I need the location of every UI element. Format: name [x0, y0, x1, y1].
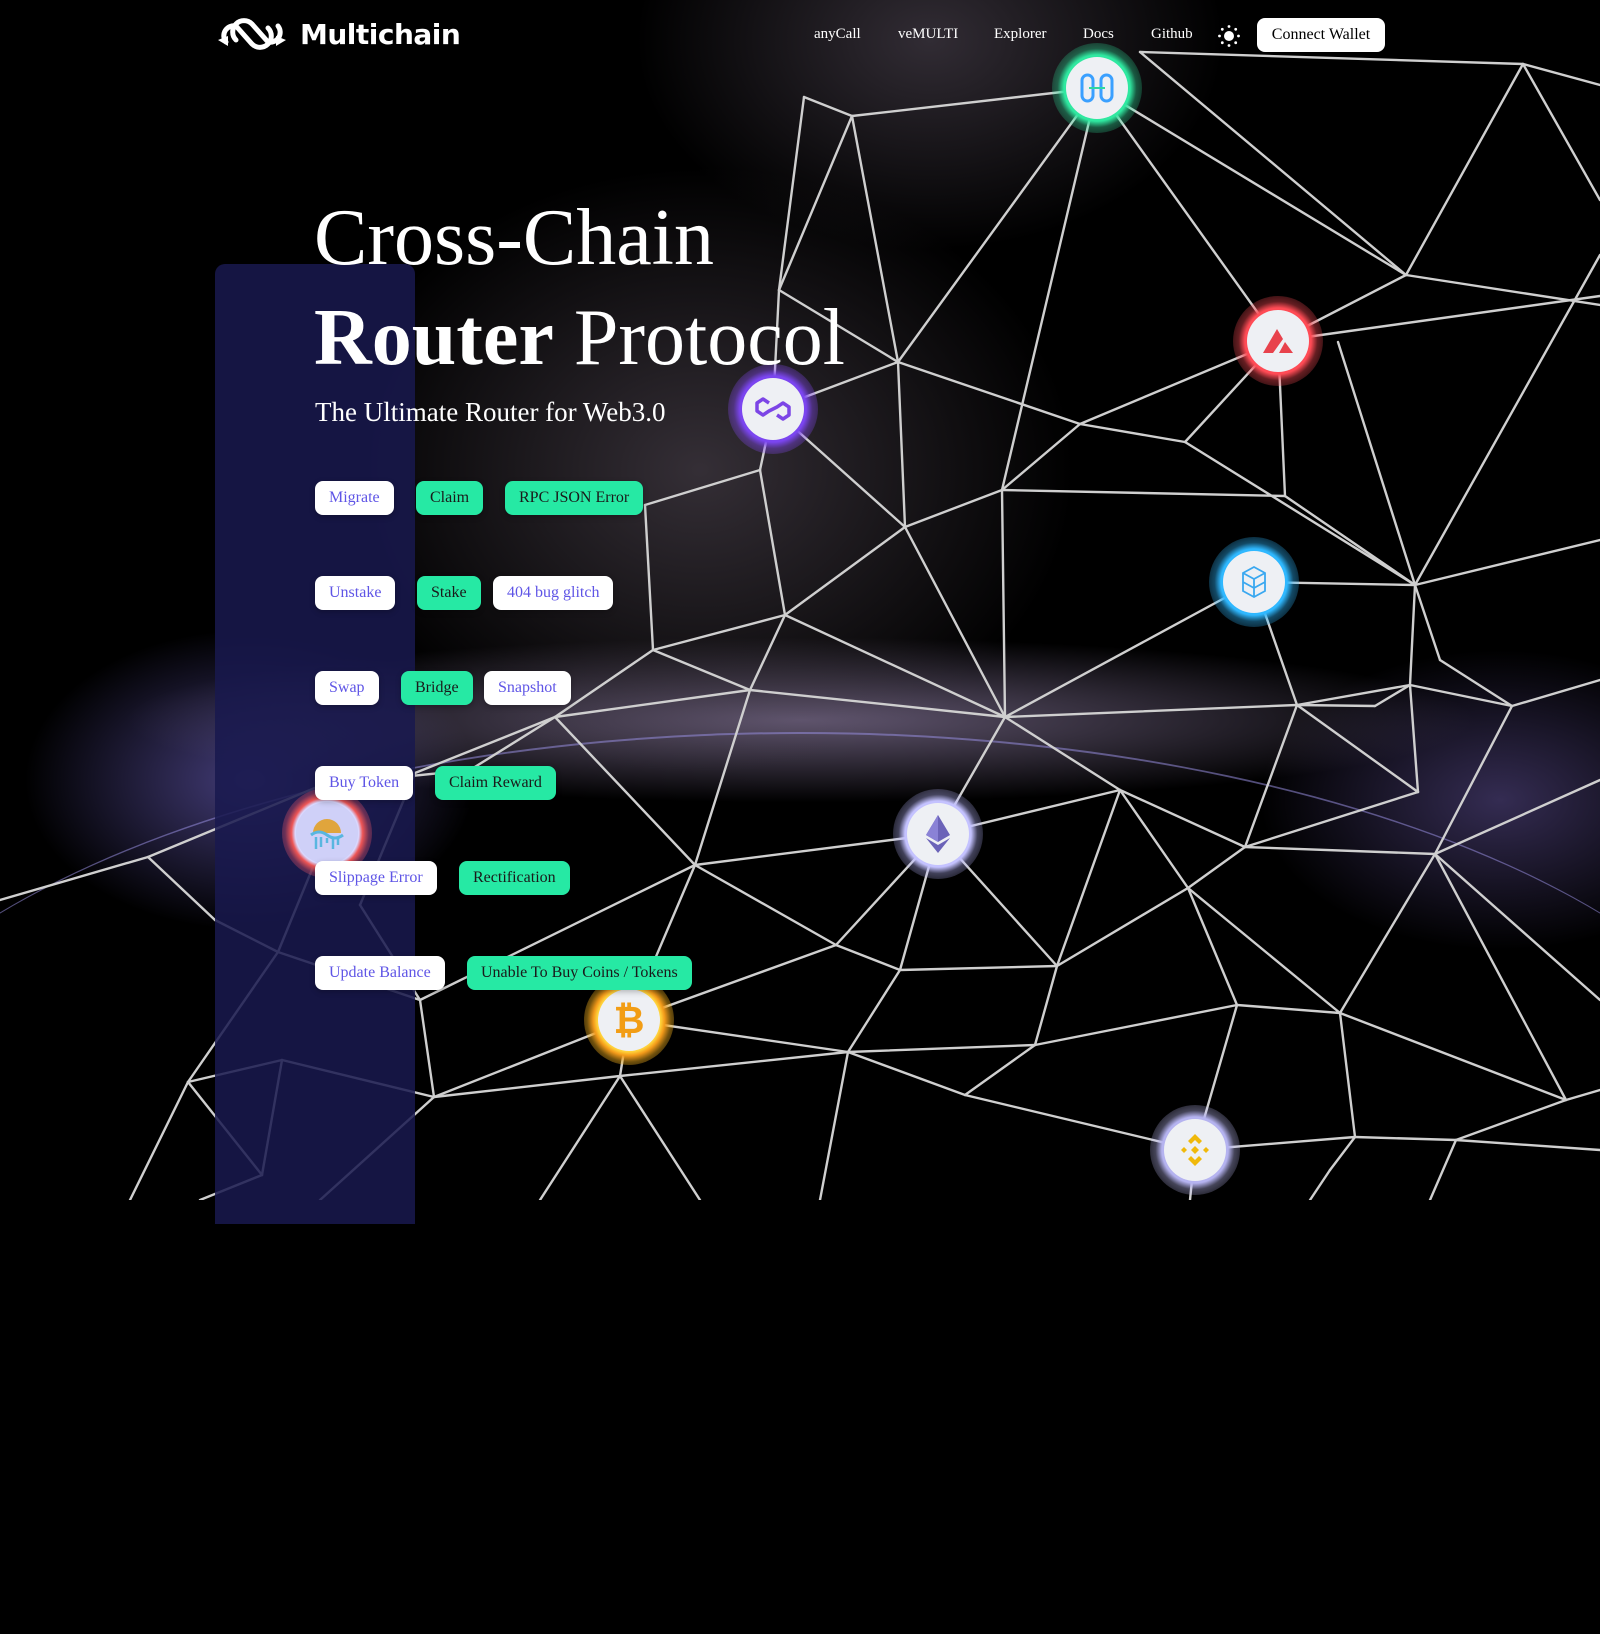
navy-overlay-panel: [215, 264, 415, 1224]
hero-title-line2: Router Protocol: [314, 298, 845, 378]
bnb-icon: [1181, 1134, 1209, 1166]
claim-button[interactable]: Claim: [416, 481, 484, 515]
top-nav-bar: Multichain anyCall veMULTI Explorer Docs…: [0, 0, 1600, 70]
nav-github[interactable]: Github: [1151, 26, 1193, 42]
update-balance-button[interactable]: Update Balance: [315, 956, 445, 990]
unable-to-buy-coins-button[interactable]: Unable To Buy Coins / Tokens: [467, 956, 692, 990]
hero-subtitle: The Ultimate Router for Web3.0: [315, 397, 666, 427]
nav-docs[interactable]: Docs: [1083, 26, 1114, 42]
chain-badge-avalanche: [1233, 296, 1323, 386]
chain-badge-bnb: [1150, 1105, 1240, 1195]
fantom-icon: [1242, 565, 1266, 599]
harmony-icon: [1080, 73, 1114, 103]
nav-explorer[interactable]: Explorer: [994, 26, 1047, 42]
hero-title-line1: Cross-Chain: [314, 194, 714, 282]
chain-badge-ethereum: [893, 789, 983, 879]
multichain-logo-icon: [218, 18, 286, 50]
brand-name: Multichain: [300, 17, 461, 51]
kava-icon: [310, 819, 344, 849]
claim-reward-button[interactable]: Claim Reward: [435, 766, 556, 800]
hero-title-bold: Router: [314, 294, 554, 382]
unstake-button[interactable]: Unstake: [315, 576, 396, 610]
chain-badge-polygon: [728, 364, 818, 454]
bitcoin-icon: ₿: [613, 997, 645, 1042]
404-bug-glitch-button[interactable]: 404 bug glitch: [493, 576, 614, 610]
sun-icon[interactable]: [1217, 24, 1241, 48]
brand-logo[interactable]: Multichain: [214, 14, 461, 54]
main-nav: anyCall veMULTI Explorer Docs Github: [0, 22, 1600, 52]
chain-badge-bitcoin: ₿: [584, 975, 674, 1065]
snapshot-button[interactable]: Snapshot: [484, 671, 571, 705]
hero-title-rest: Protocol: [553, 294, 846, 382]
rpc-json-error-button[interactable]: RPC JSON Error: [505, 481, 644, 515]
ethereum-icon: [926, 815, 950, 853]
slippage-error-button[interactable]: Slippage Error: [315, 861, 437, 895]
migrate-button[interactable]: Migrate: [315, 481, 394, 515]
nav-anycall[interactable]: anyCall: [814, 26, 861, 42]
avalanche-icon: [1263, 329, 1293, 353]
chain-badge-fantom: [1209, 537, 1299, 627]
bridge-button[interactable]: Bridge: [401, 671, 473, 705]
stake-button[interactable]: Stake: [417, 576, 481, 610]
rectification-button[interactable]: Rectification: [459, 861, 570, 895]
swap-button[interactable]: Swap: [315, 671, 379, 705]
chain-badge-harmony: [1052, 43, 1142, 133]
nav-vemulti[interactable]: veMULTI: [898, 26, 959, 42]
polygon-icon: [755, 397, 791, 421]
connect-wallet-button[interactable]: Connect Wallet: [1257, 18, 1385, 52]
buy-token-button[interactable]: Buy Token: [315, 766, 414, 800]
